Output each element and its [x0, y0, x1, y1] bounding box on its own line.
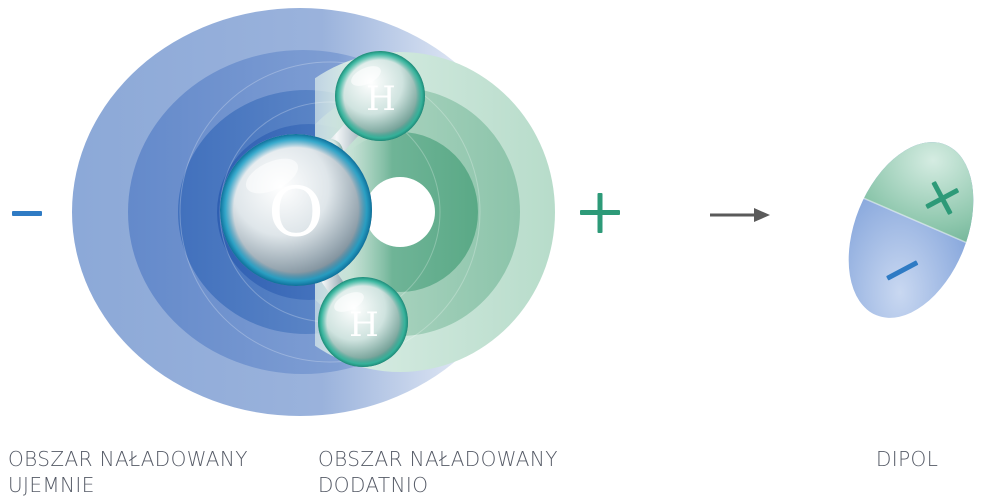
positive-region-core — [365, 177, 435, 247]
negative-region-caption: OBSZAR NAŁADOWANY UJEMNIE — [8, 446, 248, 498]
negative-sign-icon — [12, 211, 42, 216]
oxygen-label: O — [268, 174, 324, 253]
arrow-right-icon — [710, 208, 770, 222]
positive-sign-icon — [580, 193, 620, 233]
positive-region-caption: OBSZAR NAŁADOWANY DODATNIO — [318, 446, 558, 498]
dipole-caption: DIPOL — [876, 446, 938, 472]
negative-caption-line1: OBSZAR NAŁADOWANY — [8, 447, 248, 471]
dipole-caption-text: DIPOL — [876, 447, 939, 471]
dipole-shape — [839, 123, 996, 337]
hydrogen-atom-top: H — [335, 51, 425, 141]
dipole-positive-sign-icon — [925, 181, 959, 215]
hydrogen-atom-bottom: H — [318, 277, 408, 367]
hydrogen-top-label: H — [366, 79, 396, 119]
oxygen-atom: O — [220, 134, 372, 286]
dipole-negative-sign-icon — [886, 260, 919, 281]
positive-caption-line2: DODATNIO — [318, 473, 429, 497]
hydrogen-bottom-label: H — [349, 305, 379, 345]
negative-caption-line2: UJEMNIE — [8, 473, 95, 497]
positive-caption-line1: OBSZAR NAŁADOWANY — [318, 447, 558, 471]
